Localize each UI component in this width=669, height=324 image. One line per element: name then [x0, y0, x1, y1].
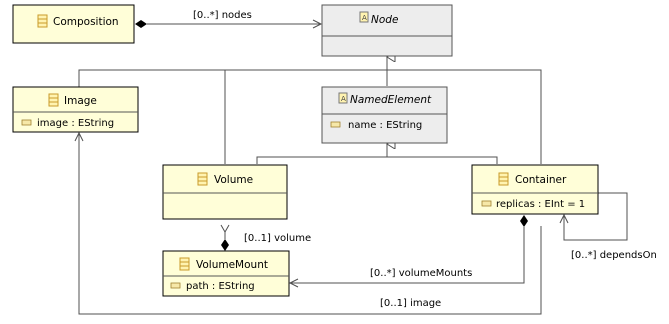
svg-text:A: A [341, 95, 346, 103]
class-name: Image [64, 95, 97, 107]
edge-image: [0..1] image [74, 131, 542, 315]
abstract-class-icon: A [359, 11, 369, 23]
class-icon [197, 172, 208, 186]
svg-text:A: A [362, 14, 367, 22]
edge-generalization-namedelement [256, 144, 498, 164]
class-name: VolumeMount [196, 259, 268, 271]
class-icon [48, 93, 59, 107]
class-name: Node [371, 14, 398, 26]
abstract-class-icon: A [338, 92, 348, 104]
class-container[interactable]: Container replicas : EInt = 1 [471, 164, 599, 215]
class-volume[interactable]: Volume [162, 164, 288, 220]
attribute-replicas: replicas : EInt = 1 [496, 199, 585, 210]
class-icon [37, 14, 48, 28]
attribute-icon [21, 119, 32, 126]
edge-volume-mounts: [0..*] volumeMounts [288, 215, 528, 288]
attribute-name: name : EString [348, 120, 422, 131]
composition-diamond-icon [135, 20, 147, 28]
attribute-icon [330, 121, 341, 128]
edge-label-nodes: [0..*] nodes [193, 10, 252, 21]
edge-label-image: [0..1] image [380, 298, 441, 309]
class-icon [179, 257, 190, 271]
class-name: Volume [214, 174, 253, 186]
class-node[interactable]: A Node [321, 4, 453, 57]
attribute-image: image : EString [37, 118, 114, 129]
composition-diamond-icon [520, 215, 528, 227]
class-composition[interactable]: Composition [12, 4, 135, 44]
attribute-icon [170, 282, 181, 289]
class-namedelement[interactable]: A NamedElement name : EString [321, 86, 448, 144]
edge-label-volume-mounts: [0..*] volumeMounts [370, 268, 472, 279]
edge-nodes: [0..*] nodes [135, 10, 323, 29]
class-icon [498, 172, 509, 186]
attribute-path: path : EString [186, 281, 255, 292]
edge-depends-on: [0..*] dependsOn [559, 192, 657, 261]
class-name: Container [515, 174, 567, 186]
composition-diamond-icon [221, 239, 229, 251]
edge-label-volume: [0..1] volume [244, 233, 311, 244]
edge-volume: [0..1] volume [220, 224, 311, 251]
edge-generalization-node [78, 57, 542, 164]
class-image[interactable]: Image image : EString [12, 86, 139, 133]
class-name: Composition [53, 16, 119, 28]
attribute-icon [481, 200, 492, 207]
class-name: NamedElement [350, 94, 432, 106]
class-volumemount[interactable]: VolumeMount path : EString [162, 250, 290, 297]
edge-label-depends-on: [0..*] dependsOn [571, 250, 657, 261]
